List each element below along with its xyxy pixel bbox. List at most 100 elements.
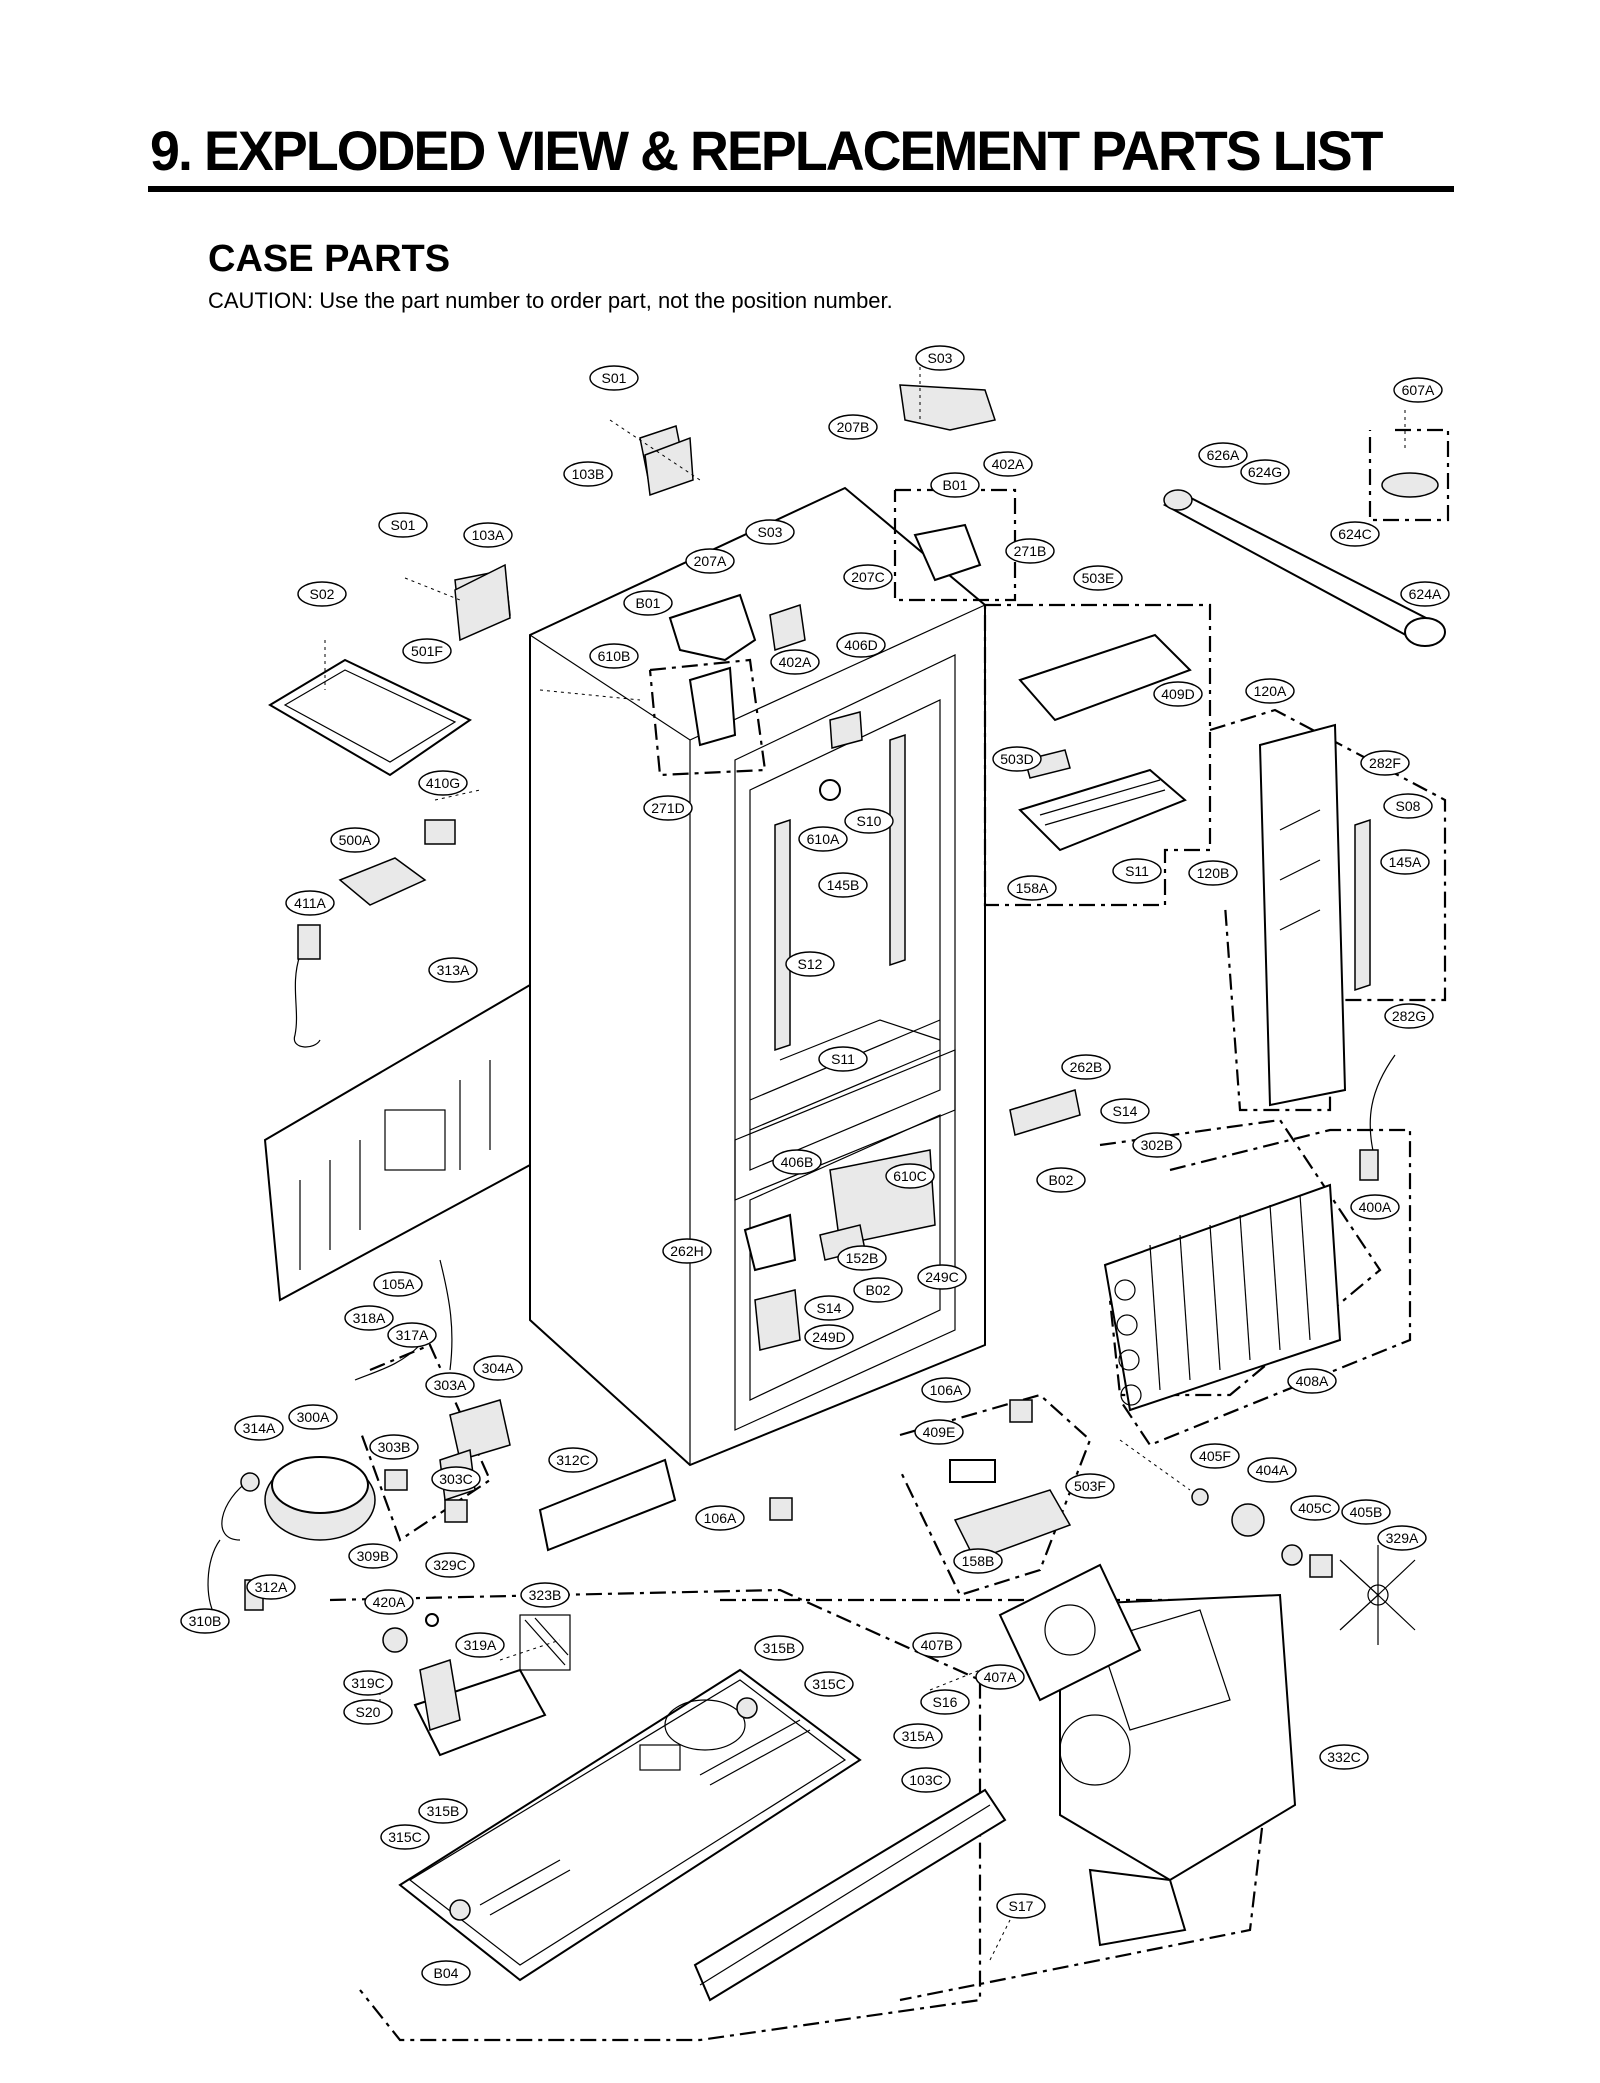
callout-207c: 207C [843, 564, 893, 590]
callout-152b: 152B [837, 1245, 887, 1271]
callout-text: B01 [943, 477, 968, 493]
callout-302b: 302B [1132, 1132, 1182, 1158]
callout-s10: S10 [844, 808, 894, 834]
callout-text: 271D [651, 800, 684, 816]
callout-319a: 319A [455, 1632, 505, 1658]
callout-105a: 105A [373, 1271, 423, 1297]
callout-s17: S17 [996, 1893, 1046, 1919]
callout-text: 312A [255, 1579, 288, 1595]
callout-501f: 501F [402, 638, 452, 664]
callout-s03: S03 [915, 345, 965, 371]
callout-text: 120A [1254, 683, 1287, 699]
callout-282f: 282F [1360, 750, 1410, 776]
callout-312a: 312A [246, 1574, 296, 1600]
callout-610a: 610A [798, 826, 848, 852]
callout-text: S11 [1125, 863, 1149, 879]
callout-145b: 145B [818, 872, 868, 898]
callout-406b: 406B [772, 1149, 822, 1175]
callout-text: S08 [1396, 798, 1421, 814]
callout-text: 319A [464, 1637, 497, 1653]
callout-s03: S03 [745, 519, 795, 545]
callout-text: 329A [1386, 1530, 1419, 1546]
callout-text: 402A [992, 456, 1025, 472]
callout-318a: 318A [344, 1305, 394, 1331]
callout-304a: 304A [473, 1355, 523, 1381]
callout-624g: 624G [1240, 459, 1290, 485]
callout-text: 303B [378, 1439, 411, 1455]
callout-text: 503F [1074, 1478, 1106, 1494]
callout-text: S01 [391, 517, 416, 533]
callout-text: 400A [1359, 1199, 1392, 1215]
callout-text: 315B [763, 1640, 796, 1656]
callout-text: 409E [923, 1424, 956, 1440]
callout-text: 332C [1327, 1749, 1360, 1765]
callout-text: 300A [297, 1409, 330, 1425]
callout-409e: 409E [914, 1419, 964, 1445]
callout-text: 262B [1070, 1059, 1103, 1075]
callout-407b: 407B [912, 1632, 962, 1658]
callout-text: 624A [1409, 586, 1442, 602]
callout-text: 410G [426, 775, 460, 791]
callout-262b: 262B [1061, 1054, 1111, 1080]
callout-249d: 249D [804, 1324, 854, 1350]
callout-text: 315A [902, 1728, 935, 1744]
callout-303c: 303C [431, 1466, 481, 1492]
callout-text: 262H [670, 1243, 703, 1259]
callout-text: 207A [694, 553, 727, 569]
callout-text: S03 [758, 524, 783, 540]
callout-text: 103B [572, 466, 605, 482]
callout-106a: 106A [695, 1505, 745, 1531]
callout-text: 318A [353, 1310, 386, 1326]
callout-158b: 158B [953, 1548, 1003, 1574]
callout-607a: 607A [1393, 377, 1443, 403]
leader-lines [324, 360, 1406, 1961]
callout-409d: 409D [1153, 681, 1203, 707]
callout-103b: 103B [563, 461, 613, 487]
callout-s01: S01 [378, 512, 428, 538]
callout-626a: 626A [1198, 442, 1248, 468]
callout-text: 317A [396, 1327, 429, 1343]
callout-503f: 503F [1065, 1473, 1115, 1499]
callout-text: 624G [1248, 464, 1282, 480]
callout-b04: B04 [421, 1960, 471, 1986]
callout-315c: 315C [380, 1824, 430, 1850]
callout-b01: B01 [930, 472, 980, 498]
callout-text: 304A [482, 1360, 515, 1376]
callout-text: 103C [909, 1772, 942, 1788]
callout-405c: 405C [1290, 1495, 1340, 1521]
callout-text: 315B [427, 1803, 460, 1819]
callout-text: 207B [837, 419, 870, 435]
callout-319c: 319C [343, 1670, 393, 1696]
callout-text: 106A [930, 1382, 963, 1398]
callout-271d: 271D [643, 795, 693, 821]
callout-text: 120B [1197, 865, 1230, 881]
callout-text: S14 [817, 1300, 842, 1316]
callout-b02: B02 [1036, 1167, 1086, 1193]
callout-text: 158A [1016, 880, 1049, 896]
callout-309b: 309B [348, 1543, 398, 1569]
callout-text: 500A [339, 832, 372, 848]
callout-b02: B02 [853, 1277, 903, 1303]
callout-329c: 329C [425, 1552, 475, 1578]
callout-315b: 315B [754, 1635, 804, 1661]
callout-410g: 410G [418, 770, 468, 796]
callout-106a: 106A [921, 1377, 971, 1403]
callout-text: 610A [807, 831, 840, 847]
callout-text: B02 [866, 1282, 891, 1298]
callout-text: 282G [1392, 1008, 1426, 1024]
callout-120b: 120B [1188, 860, 1238, 886]
callout-text: 406B [781, 1154, 814, 1170]
callout-text: S03 [928, 350, 953, 366]
callout-158a: 158A [1007, 875, 1057, 901]
callout-120a: 120A [1245, 678, 1295, 704]
callout-text: 282F [1369, 755, 1401, 771]
callout-s14: S14 [1100, 1098, 1150, 1124]
callout-s14: S14 [804, 1295, 854, 1321]
callout-s20: S20 [343, 1699, 393, 1725]
callout-text: 271B [1014, 543, 1047, 559]
callout-text: 319C [351, 1675, 384, 1691]
callout-text: S01 [602, 370, 627, 386]
callout-text: 103A [472, 527, 505, 543]
callout-text: S17 [1009, 1898, 1034, 1914]
callout-315b: 315B [418, 1798, 468, 1824]
